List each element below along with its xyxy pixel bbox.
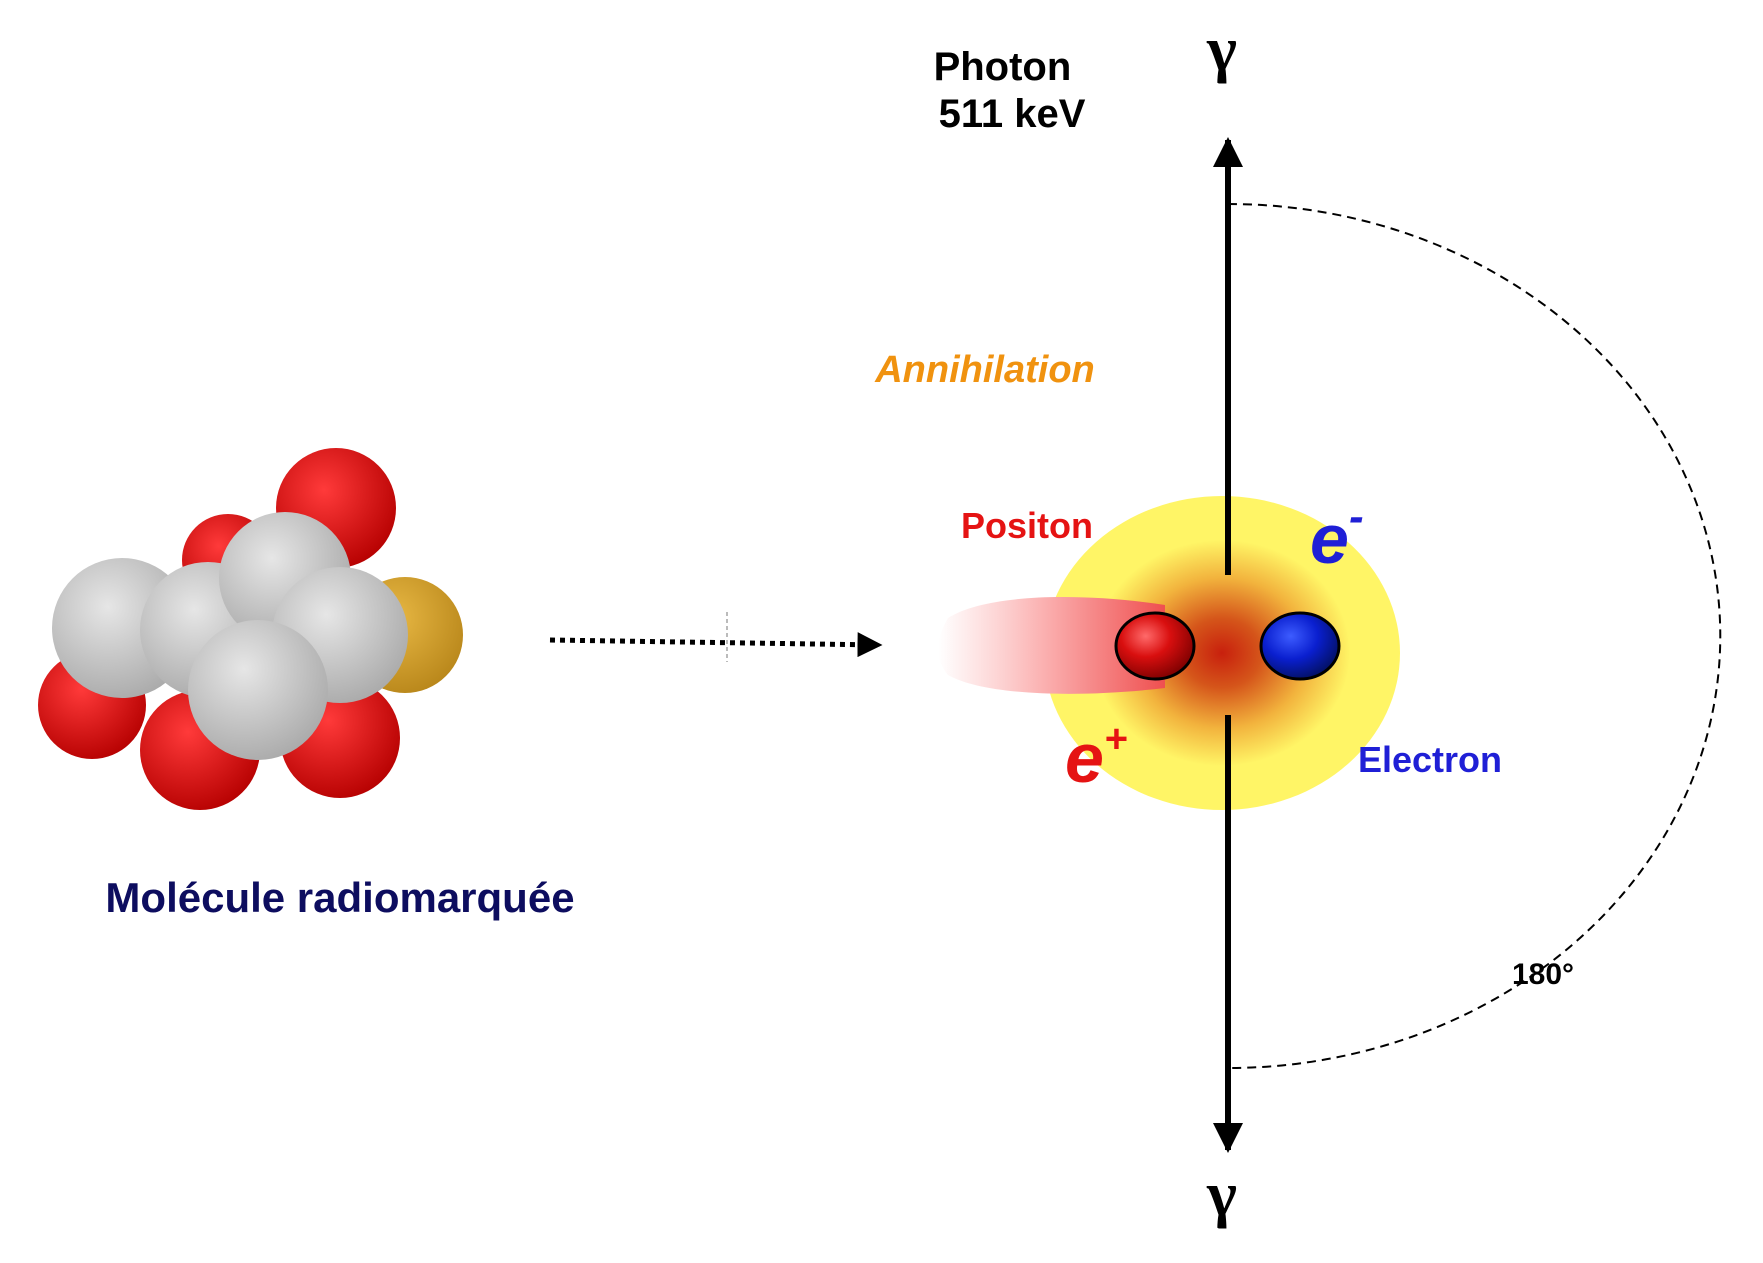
annihilation-glow — [1044, 496, 1400, 810]
positron-trail — [938, 597, 1165, 694]
travel-arrow — [549, 632, 883, 658]
annihilation-label: Annihilation — [874, 349, 1095, 391]
positron-symbol-letter: e — [1065, 719, 1104, 797]
photon-label: Photon 511 keV — [934, 45, 1086, 136]
positron-label: Positon — [961, 505, 1093, 546]
electron-symbol: e- — [1310, 492, 1364, 578]
photon-energy-label: 511 keV — [939, 92, 1086, 136]
molecule-label: Molécule radiomarquée — [105, 874, 574, 921]
electron-label: Electron — [1358, 739, 1502, 780]
gamma-bottom-label: γ — [1206, 1158, 1237, 1229]
carbon-atom-icon — [188, 620, 328, 760]
positron-charge: + — [1104, 717, 1127, 761]
electron-symbol-letter: e — [1310, 500, 1349, 578]
positron-particle-icon — [1114, 611, 1196, 681]
gamma-top-label: γ — [1206, 13, 1237, 84]
electron-charge: - — [1349, 492, 1364, 541]
positron-symbol: e+ — [1065, 717, 1127, 797]
angle-arc — [1227, 203, 1722, 1069]
photon-label-line1: Photon — [934, 45, 1072, 89]
electron-particle-icon — [1259, 611, 1341, 681]
radiolabeled-molecule-icon — [38, 448, 463, 810]
angle-label: 180° — [1512, 958, 1574, 991]
